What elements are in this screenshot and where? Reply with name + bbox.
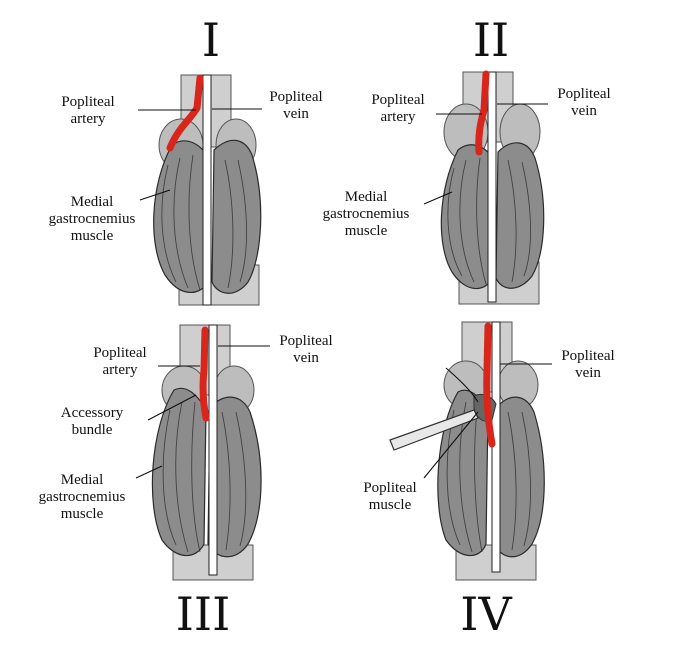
panel-4-label-popliteal-muscle: Popliteal muscle	[363, 411, 479, 513]
panel-1-label-muscle-line-3: muscle	[71, 228, 114, 244]
panel-2-label-muscle-line-1: Medial	[345, 189, 388, 205]
panel-2-popliteal-vein	[487, 71, 497, 303]
panel-2-label-muscle-line-3: muscle	[345, 223, 388, 239]
panel-3-leader-bundle	[147, 394, 197, 421]
panel-3-label-artery: Popliteal artery	[93, 345, 200, 378]
panel-3-label-artery-line-1: Popliteal	[93, 345, 146, 361]
panel-4-numeral: IV	[460, 587, 512, 641]
panel-4-label-vein-line-2: vein	[575, 365, 601, 381]
panel-2-numeral: II	[473, 13, 509, 67]
panel-3-muscle-fibers	[162, 401, 247, 553]
panel-3-label-muscle-line-2: gastrocnemius	[39, 489, 126, 505]
panel-2-popliteal-artery	[475, 70, 490, 156]
panel-1-muscle-fibers	[161, 154, 247, 291]
panel-3-label-bundle-line-1: Accessory	[61, 405, 124, 421]
panel-4-anatomy	[389, 321, 545, 581]
panel-3: III Popliteal artery Popliteal vein Acce…	[39, 324, 333, 641]
panel-3-popliteal-vein	[208, 324, 218, 576]
panel-3-label-vein-line-2: vein	[293, 350, 319, 366]
panel-1-label-muscle-line-2: gastrocnemius	[49, 211, 136, 227]
panel-1-anatomy	[153, 74, 262, 306]
panel-3-popliteal-artery	[199, 326, 210, 422]
panel-3-lateral-gastrocnemius	[207, 396, 262, 558]
panel-1-leader-muscle	[139, 189, 171, 201]
panel-2: II Popliteal artery Popliteal vein Media…	[323, 13, 611, 305]
panel-1-popliteal-vein	[202, 74, 212, 306]
panel-2-label-vein-line-1: Popliteal	[557, 86, 610, 102]
panel-4-lateral-gastrocnemius	[493, 396, 545, 558]
panel-1-label-artery-line-2: artery	[71, 111, 106, 127]
panel-3-label-vein-line-1: Popliteal	[279, 333, 332, 349]
panel-3-label-artery-line-2: artery	[103, 362, 138, 378]
panel-4-muscle-fibers	[446, 401, 531, 553]
panel-1-lateral-gastrocnemius	[211, 139, 262, 294]
panel-2-leader-muscle	[423, 191, 453, 205]
panel-2-label-artery-line-1: Popliteal	[371, 92, 424, 108]
panel-2-lateral-gastrocnemius	[495, 142, 545, 289]
panel-4-label-popliteal-muscle-line-2: muscle	[369, 497, 412, 513]
panel-2-label-muscle: Medial gastrocnemius muscle	[323, 189, 453, 239]
panel-2-anatomy	[440, 70, 545, 305]
panel-1-label-muscle: Medial gastrocnemius muscle	[49, 189, 171, 244]
panel-1-popliteal-artery	[166, 74, 204, 152]
panel-3-label-muscle-line-3: muscle	[61, 506, 104, 522]
panel-1-label-vein-line-1: Popliteal	[269, 89, 322, 105]
panel-2-label-vein: Popliteal vein	[497, 86, 611, 119]
panel-1-label-vein: Popliteal vein	[212, 89, 323, 122]
panel-1-label-vein-line-2: vein	[283, 106, 309, 122]
panel-1-label-muscle-line-1: Medial	[71, 194, 114, 210]
panel-4-label-vein: Popliteal vein	[500, 348, 615, 381]
panel-4-surgical-probe	[389, 409, 479, 451]
panel-3-label-vein: Popliteal vein	[218, 333, 333, 366]
panel-1-numeral: I	[202, 13, 220, 67]
panel-3-anatomy	[151, 324, 262, 581]
panel-3-label-bundle-line-2: bundle	[72, 422, 113, 438]
panel-3-label-muscle-line-1: Medial	[61, 472, 104, 488]
panel-4-probe-pointer	[445, 367, 479, 403]
panel-4: IV Popliteal vein Popliteal muscle	[363, 321, 615, 641]
panel-1-label-artery-line-1: Popliteal	[61, 94, 114, 110]
panel-2-label-muscle-line-2: gastrocnemius	[323, 206, 410, 222]
panel-2-label-artery: Popliteal artery	[371, 92, 482, 125]
panel-4-leader-popliteal-muscle	[423, 411, 479, 479]
panel-3-label-muscle: Medial gastrocnemius muscle	[39, 465, 163, 522]
panel-1: I Popliteal artery Popliteal vein Medial…	[49, 13, 323, 306]
panel-2-label-artery-line-2: artery	[381, 109, 416, 125]
panel-2-muscle-fibers	[447, 157, 532, 285]
panel-3-label-bundle: Accessory bundle	[61, 394, 197, 438]
panel-2-label-vein-line-2: vein	[571, 103, 597, 119]
panel-4-label-vein-line-1: Popliteal	[561, 348, 614, 364]
panel-1-medial-gastrocnemius	[153, 140, 211, 293]
panel-3-leader-muscle	[135, 465, 163, 479]
panel-3-numeral: III	[176, 587, 231, 641]
panel-4-popliteal-artery	[483, 322, 496, 448]
panel-1-label-artery: Popliteal artery	[61, 94, 196, 127]
panel-4-label-popliteal-muscle-line-1: Popliteal	[363, 480, 416, 496]
